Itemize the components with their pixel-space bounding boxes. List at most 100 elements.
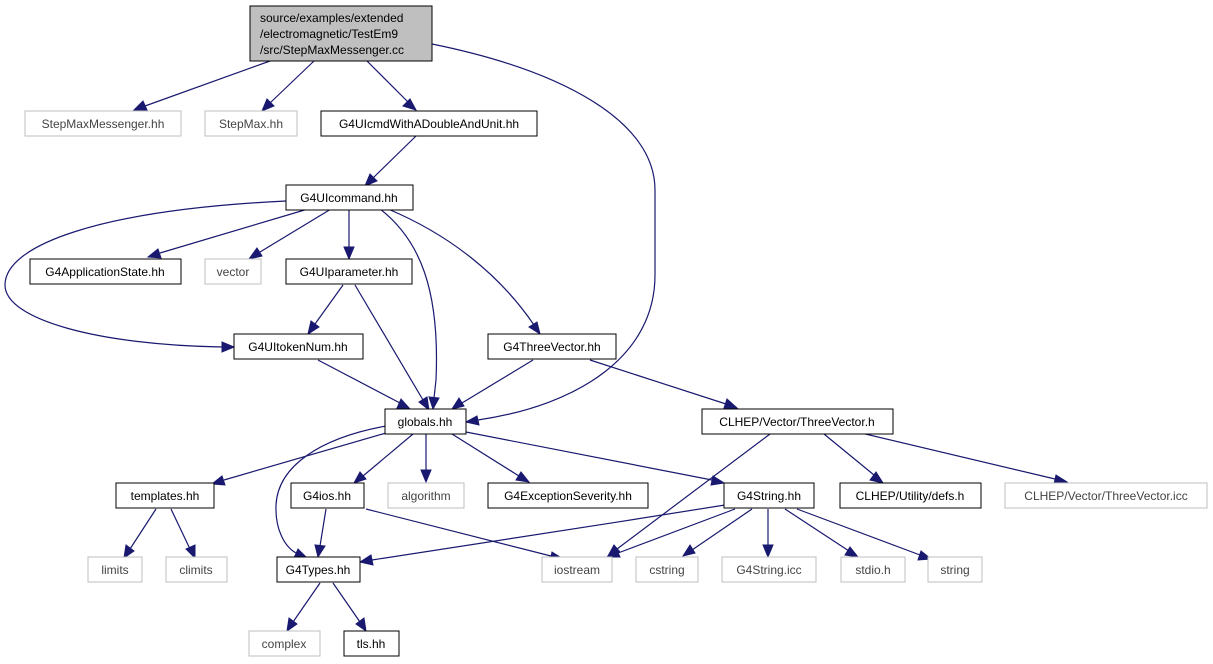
node-label: cstring [649, 563, 684, 577]
arrowhead [402, 98, 418, 111]
edge-clhep-threevector-to-iostream [616, 433, 771, 550]
node-label: stdio.h [855, 563, 890, 577]
node-label: string [940, 563, 969, 577]
edge-g4ios-to-g4types [319, 508, 327, 547]
edge-g4uitokennum-to-globals [317, 359, 401, 404]
arrowhead [450, 397, 465, 410]
node-iostream[interactable]: iostream [541, 556, 613, 583]
node-stepmax-hh[interactable]: StepMax.hh [204, 110, 298, 137]
node-label: limits [101, 563, 128, 577]
arrowhead [352, 471, 367, 484]
node-label: G4ThreeVector.hh [503, 340, 600, 354]
node-label: algorithm [401, 489, 450, 503]
node-g4string-hh[interactable]: G4String.hh [723, 482, 815, 509]
arrowhead [185, 544, 196, 560]
node-label: G4UIcmdWithADoubleAndUnit.hh [339, 117, 519, 131]
node-clhep-vector-threevector-icc[interactable]: CLHEP/Vector/ThreeVector.icc [1004, 482, 1208, 509]
node-globals-hh[interactable]: globals.hh [384, 408, 467, 435]
node-g4uicommand-hh[interactable]: G4UIcommand.hh [285, 184, 414, 211]
arrowhead [286, 617, 298, 633]
node-complex[interactable]: complex [248, 630, 321, 657]
arrowhead [131, 100, 148, 112]
node-clhep-utility-defs-h[interactable]: CLHEP/Utility/defs.h [839, 482, 982, 509]
arrowhead [123, 544, 135, 560]
node-label: templates.hh [131, 489, 200, 503]
node-label: CLHEP/Vector/ThreeVector.icc [1024, 489, 1187, 503]
node-g4uicmdwithadoubleandunit-hh[interactable]: G4UIcmdWithADoubleAndUnit.hh [320, 110, 538, 137]
edge-g4uicommand-to-vector [259, 208, 332, 253]
edge-g4uicommand-to-g4uitokennum [4, 200, 287, 348]
edge-templates-to-limits [129, 508, 157, 550]
root-label-line2: /electromagnetic/TestEm9 [260, 27, 398, 41]
arrowhead [528, 321, 541, 336]
node-vector[interactable]: vector [204, 258, 262, 285]
edge-g4uicommand-to-g4threevector [387, 208, 535, 326]
edge-g4uicommand-to-globals [379, 208, 438, 399]
node-tls-hh[interactable]: tls.hh [343, 630, 400, 657]
node-g4uiparameter-hh[interactable]: G4UIparameter.hh [285, 258, 413, 285]
arrowhead [355, 617, 367, 633]
arrowhead [869, 471, 885, 484]
edge-globals-to-g4exceptionseverity [451, 433, 520, 477]
edge-g4ios-to-iostream [365, 508, 552, 557]
edge-root-to-stepmaxmessenger [144, 60, 271, 107]
node-g4ios-hh[interactable]: G4ios.hh [290, 482, 365, 509]
node-clhep-vector-threevector-h[interactable]: CLHEP/Vector/ThreeVector.h [701, 408, 894, 435]
node-label: G4UIcommand.hh [300, 191, 397, 205]
node-label: iostream [554, 563, 600, 577]
edge-root-to-stepmax [269, 60, 315, 104]
node-label: G4ios.hh [303, 489, 351, 503]
node-templates-hh[interactable]: templates.hh [115, 482, 215, 509]
edge-root-to-g4uicmdwithadoubleandunit [366, 60, 409, 103]
node-cstring[interactable]: cstring [635, 556, 699, 583]
node-label: vector [217, 265, 250, 279]
node-label: tls.hh [357, 637, 386, 651]
edge-g4string-to-g4types [371, 504, 726, 561]
node-g4string-icc[interactable]: G4String.icc [721, 556, 817, 583]
arrowhead [358, 554, 374, 566]
arrowhead [364, 173, 378, 187]
node-string[interactable]: string [927, 556, 983, 583]
node-g4applicationstate-hh[interactable]: G4ApplicationState.hh [29, 258, 182, 285]
node-g4types-hh[interactable]: G4Types.hh [276, 556, 361, 583]
edge-g4string-to-string [796, 508, 921, 556]
arrowhead [515, 471, 531, 483]
edge-globals-to-g4string [465, 431, 713, 481]
arrowhead [428, 396, 440, 411]
node-stdio-h[interactable]: stdio.h [840, 556, 906, 583]
edge-g4string-to-iostream [617, 508, 736, 554]
arrowhead [314, 544, 326, 559]
nodes: source/examples/extended /electromagneti… [24, 5, 1208, 657]
edge-globals-to-g4types [275, 425, 387, 555]
node-limits[interactable]: limits [87, 556, 143, 583]
node-label: G4String.icc [736, 563, 801, 577]
node-label: complex [262, 637, 307, 651]
node-stepmaxmessenger-hh[interactable]: StepMaxMessenger.hh [24, 110, 182, 137]
arrowhead [464, 415, 480, 426]
node-algorithm[interactable]: algorithm [387, 482, 465, 509]
arrowhead [396, 398, 412, 410]
node-label: G4ApplicationState.hh [45, 265, 164, 279]
node-label: G4Types.hh [286, 563, 351, 577]
edges [4, 43, 1069, 633]
node-g4exceptionseverity-hh[interactable]: G4ExceptionSeverity.hh [487, 482, 649, 509]
node-g4uitokennum-hh[interactable]: G4UItokenNum.hh [233, 333, 364, 360]
edge-root-to-globals [431, 43, 656, 421]
arrowhead [146, 248, 162, 259]
node-label: CLHEP/Vector/ThreeVector.h [719, 415, 874, 429]
arrowhead [247, 247, 263, 260]
edge-g4string-to-cstring [691, 508, 753, 551]
edge-g4types-to-complex [292, 582, 321, 623]
node-label: G4ExceptionSeverity.hh [504, 489, 632, 503]
arrowhead [605, 547, 621, 558]
node-label: G4UItokenNum.hh [248, 340, 347, 354]
arrowhead [221, 341, 236, 353]
node-g4threevector-hh[interactable]: G4ThreeVector.hh [487, 333, 617, 360]
node-climits[interactable]: climits [165, 556, 228, 583]
node-root-source-file[interactable]: source/examples/extended /electromagneti… [249, 5, 433, 62]
edge-g4threevector-to-globals [461, 359, 534, 404]
arrowhead [762, 544, 774, 559]
edge-g4uicommand-to-g4applicationstate [159, 208, 309, 254]
arrowhead [343, 246, 355, 261]
